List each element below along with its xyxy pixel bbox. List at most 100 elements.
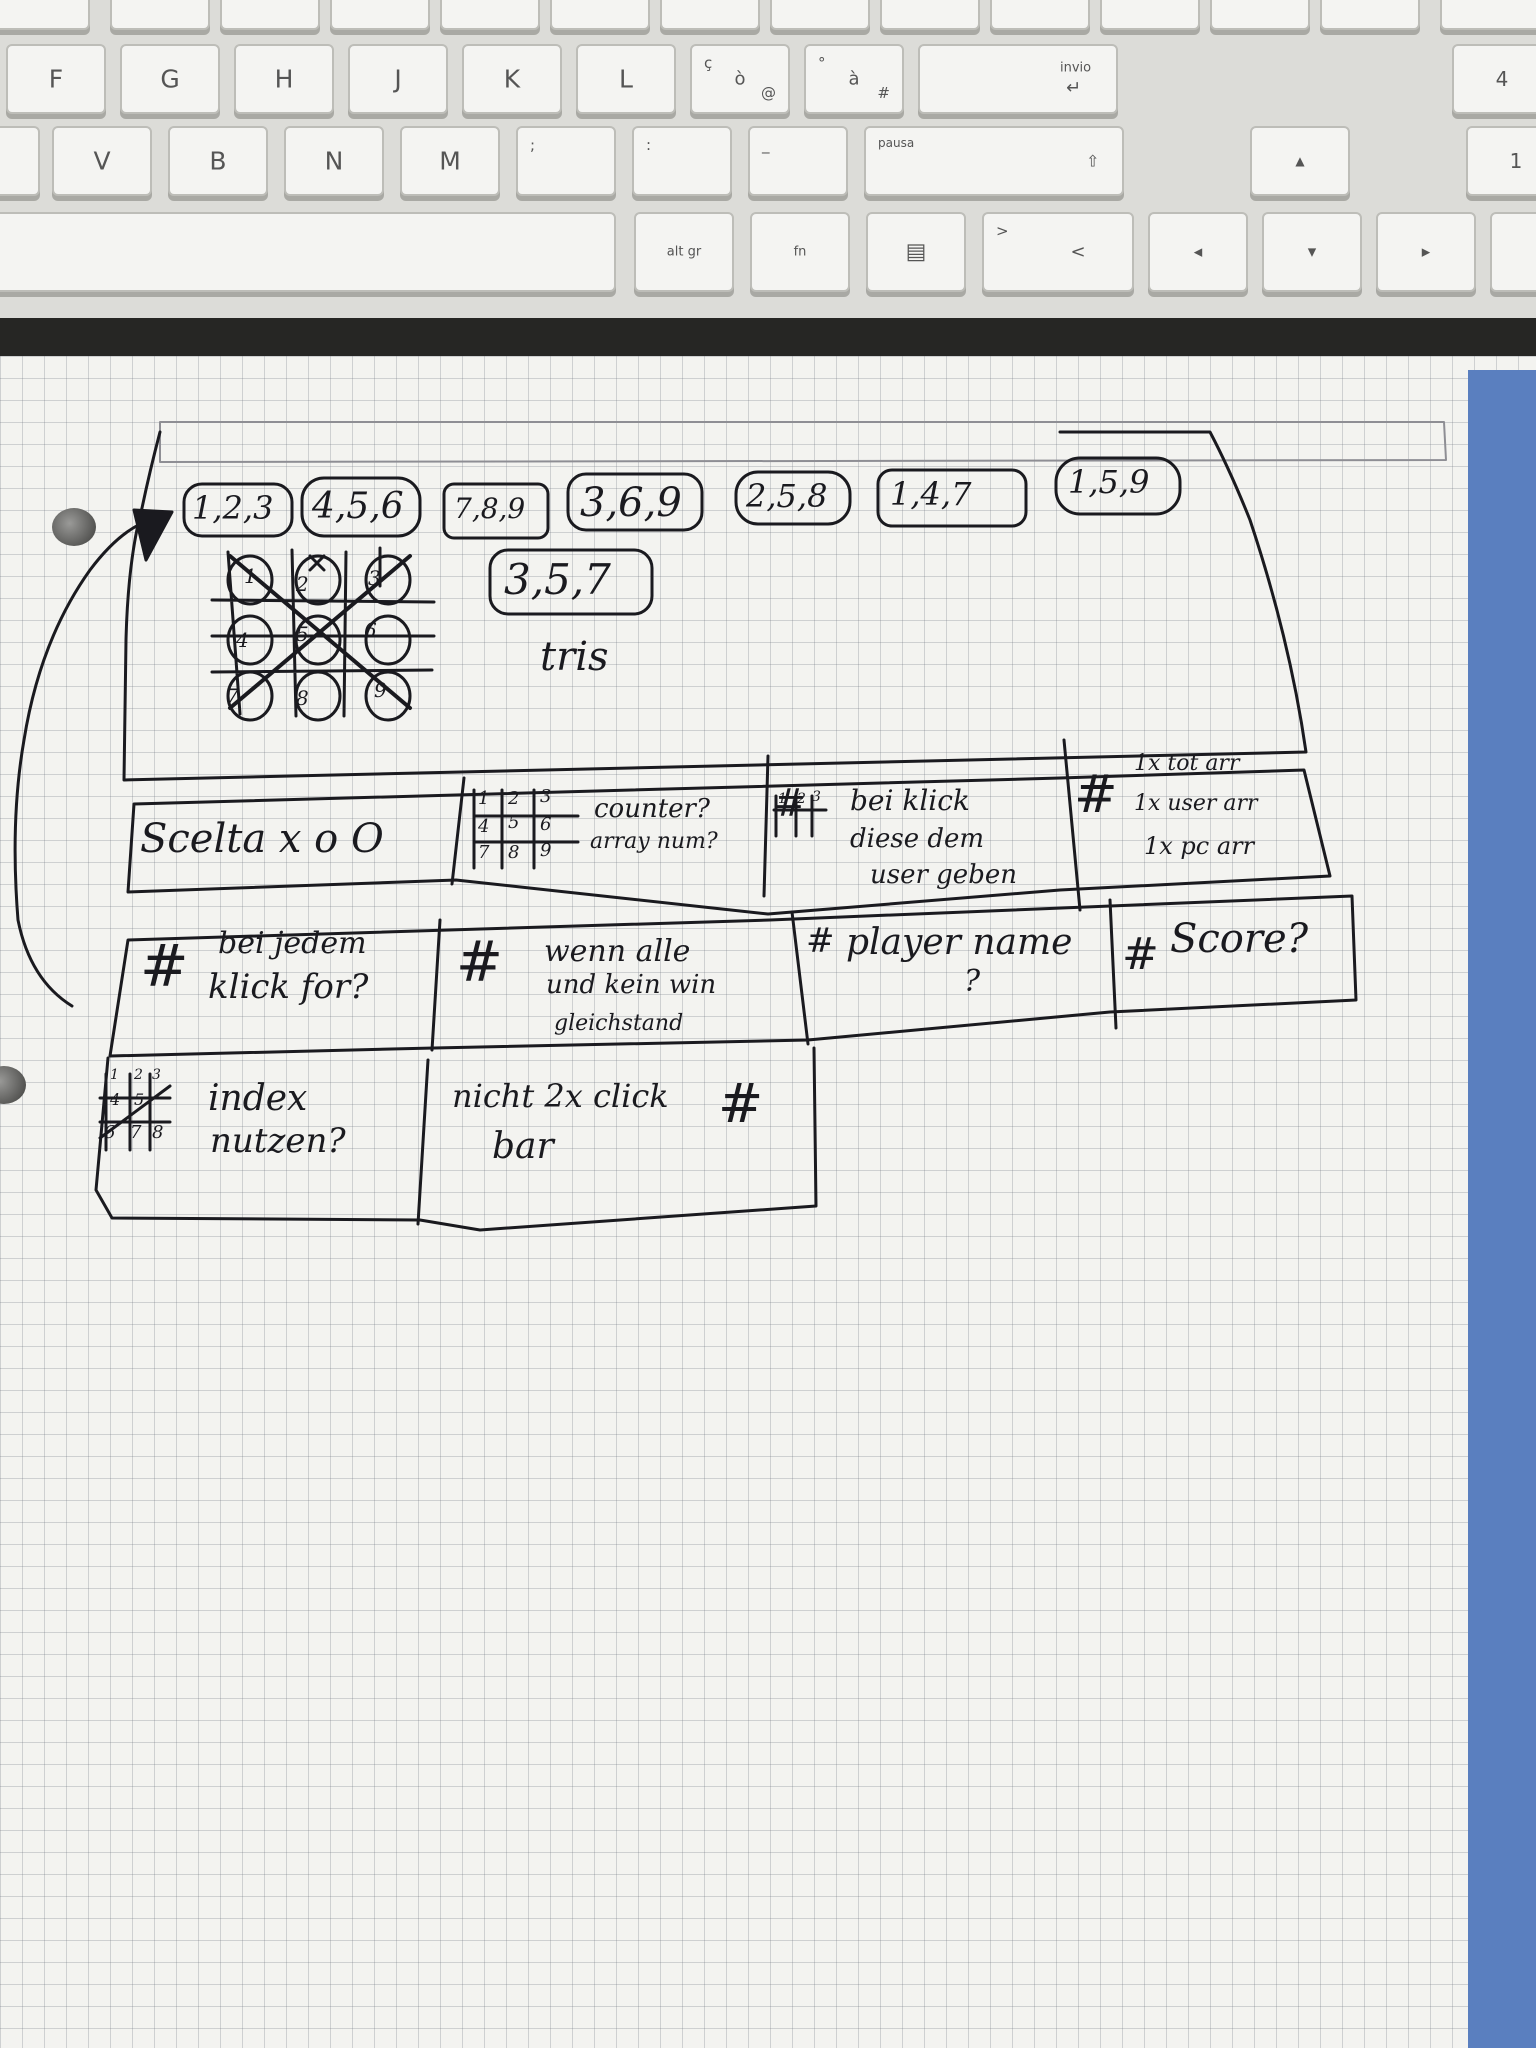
key-m[interactable]: M [400,126,500,196]
key[interactable] [0,0,90,30]
mini-grid-x [308,554,326,572]
combo-button[interactable]: 1,5,9 [1068,463,1150,501]
key-g[interactable]: G [120,44,220,114]
table-surface [0,318,1536,358]
key-j[interactable]: J [348,44,448,114]
key-a-grave[interactable]: ° à # [804,44,904,114]
key-fn[interactable]: fn [750,212,850,292]
combo-button[interactable]: 7,8,9 [454,492,526,525]
mini-grid-number: 3 [368,566,381,590]
gleich-note: wenn alle [544,934,691,969]
key-alt-gr[interactable]: alt gr [634,212,734,292]
key-v[interactable]: V [52,126,152,196]
combo-button-outline [488,548,654,616]
key-arrow-up[interactable]: ▲ [1250,126,1350,196]
key[interactable] [990,0,1090,30]
key[interactable] [1440,0,1536,30]
key[interactable] [220,0,320,30]
key[interactable] [770,0,870,30]
mini-grid-circle [226,614,274,666]
combo-button[interactable]: 4,5,6 [312,486,404,527]
key[interactable] [1210,0,1310,30]
key-label: 4 [1495,67,1509,91]
hash-mark: # [140,932,189,1000]
small-grid-number: 2 [508,788,520,809]
combo-button[interactable]: 3,6,9 [580,480,682,526]
mini-grid-circle [294,670,342,722]
key-invio[interactable]: invio ↵ [918,44,1118,114]
key-shift-left[interactable] [0,126,40,196]
key-l[interactable]: L [576,44,676,114]
key[interactable] [440,0,540,30]
key-numpad-1[interactable]: 1 [1466,126,1536,196]
key-label-top: > [996,222,1009,240]
key-menu[interactable]: ▤ [866,212,966,292]
counter-note: array num? [590,829,718,854]
array-note: 1x user arr [1134,791,1258,816]
key-minus[interactable]: _ [748,126,848,196]
key-numpad-4[interactable]: 4 [1452,44,1536,114]
key-label: H [274,64,294,94]
mini-grid-circle [294,554,342,606]
small-grid-number: 3 [540,786,552,807]
key-period[interactable]: : [632,126,732,196]
nicht-note: bar [492,1126,554,1167]
key-label: J [394,64,402,94]
hash-mark: # [1074,765,1118,825]
combo-button[interactable]: 3,5,7 [504,555,611,604]
key-k[interactable]: K [462,44,562,114]
combo-button-outline [734,470,852,526]
combo-button[interactable]: 2,5,8 [746,477,828,515]
key-n[interactable]: N [284,126,384,196]
cell-row1-outline [126,768,1332,916]
curved-arrow-head [132,508,174,562]
small-grid-number: 2 [797,791,806,807]
key-label-top: ° [818,54,826,72]
small-grid-number: 2 [134,1067,143,1083]
key-comma[interactable]: ; [516,126,616,196]
key-h[interactable]: H [234,44,334,114]
key[interactable] [1320,0,1420,30]
small-grid-number: 7 [130,1122,142,1143]
key-angle[interactable]: > < [982,212,1134,292]
key[interactable] [330,0,430,30]
key-arrow-right[interactable]: ▶ [1376,212,1476,292]
mini-grid-number: 7 [226,684,239,708]
cell-divider [450,776,466,886]
key-label: à [848,68,860,90]
gleich-note: und kein win [546,970,717,1000]
gleich-note: gleichstand [554,1011,684,1036]
key-arrow-left[interactable]: ◀ [1148,212,1248,292]
index-note: index [208,1078,308,1119]
key[interactable] [880,0,980,30]
key-arrow-down[interactable]: ▼ [1262,212,1362,292]
key-label: F [48,64,64,94]
mini-grid-number: 6 [364,618,377,642]
key-label: invio [1060,60,1092,76]
mini-grid-number: 9 [374,678,387,702]
combo-button-outline [300,476,422,538]
small-grid-number: 3 [812,789,821,805]
key-f[interactable]: F [6,44,106,114]
key-space[interactable] [0,212,616,292]
small-grid-number: 7 [478,842,490,863]
key-shift-right[interactable]: pausa ⇧ [864,126,1124,196]
key-label-alt: @ [761,84,776,102]
grid-paper [0,356,1536,2048]
key[interactable] [110,0,210,30]
key-o-grave[interactable]: ç ò @ [690,44,790,114]
small-grid-lines [98,1072,172,1152]
key[interactable] [550,0,650,30]
key[interactable] [660,0,760,30]
combo-button[interactable]: 1,2,3 [192,489,274,527]
small-grid-number: 5 [134,1090,145,1109]
key[interactable] [1100,0,1200,30]
key-b[interactable]: B [168,126,268,196]
key-label: ; [530,136,536,154]
small-grid-number: 8 [152,1122,164,1143]
combo-button[interactable]: 1,4,7 [890,475,972,513]
key-numpad-0[interactable] [1490,212,1536,292]
arrow-down-icon: ▼ [1307,245,1317,259]
nicht-note: nicht 2x click [452,1077,669,1115]
key-label: alt gr [666,244,702,260]
